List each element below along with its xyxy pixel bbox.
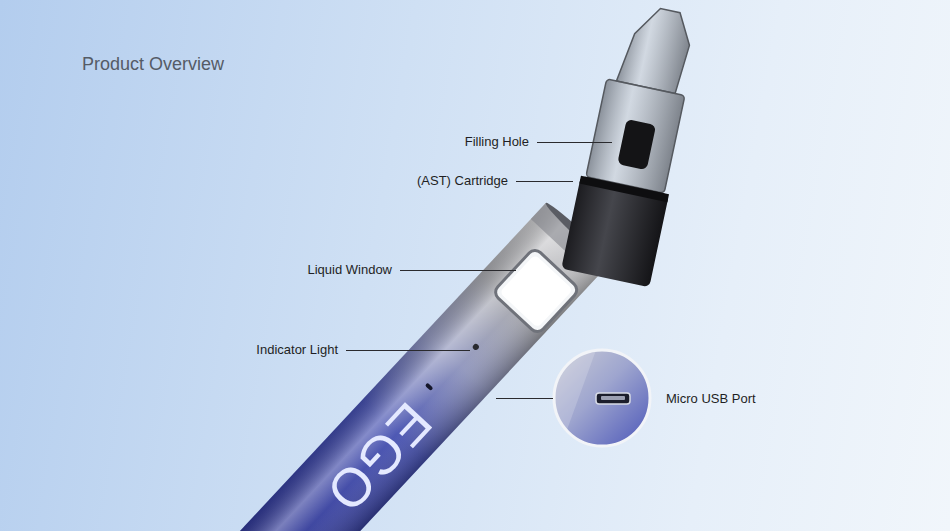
- leader-line: [400, 270, 516, 271]
- cartridge-rim: [579, 176, 669, 203]
- brand-logo: EGO: [316, 393, 443, 523]
- zoom-highlight: [519, 313, 604, 458]
- usb-port: [596, 393, 630, 404]
- leader-line: [516, 181, 573, 182]
- filling-hole: [617, 119, 656, 170]
- mouthpiece: [616, 3, 695, 95]
- pen-shading: [178, 203, 611, 531]
- leader-line: [346, 350, 470, 351]
- pen-tube: [178, 203, 611, 531]
- leader-line: [496, 398, 553, 399]
- part-label: (AST) Cartridge: [417, 173, 508, 189]
- usb-zoom: [519, 313, 650, 458]
- usb-slot: [425, 383, 434, 391]
- part-label: Liquid Window: [307, 262, 392, 278]
- part-label: Micro USB Port: [666, 391, 756, 407]
- cartridge-base: [561, 176, 669, 288]
- leader-line: [537, 142, 612, 143]
- page-title: Product Overview: [82, 53, 224, 75]
- cartridge: [561, 0, 706, 287]
- part-label: Indicator Light: [256, 342, 338, 358]
- usb-port-tongue: [601, 396, 625, 400]
- indicator-light: [472, 343, 480, 351]
- cartridge-tank: [586, 79, 685, 193]
- part-label: Filling Hole: [465, 134, 529, 150]
- pen-body: [178, 200, 613, 531]
- liquid-window-glass: [499, 254, 572, 327]
